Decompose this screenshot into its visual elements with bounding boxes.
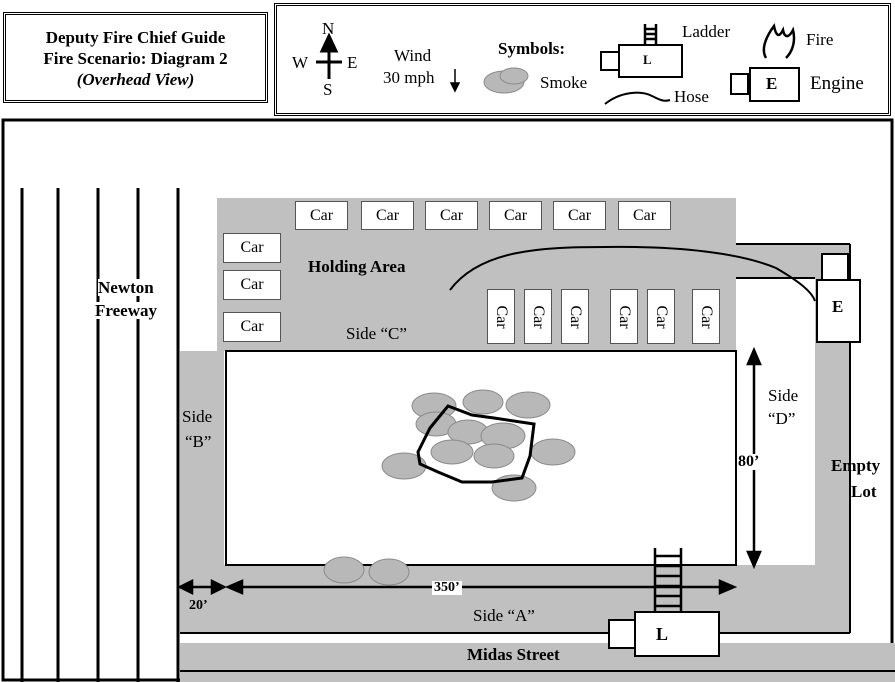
wind-speed: 30 mph <box>383 68 435 87</box>
holding-area-label: Holding Area <box>308 257 406 276</box>
compass-graphic <box>316 32 342 79</box>
dimension-arrows <box>177 346 762 596</box>
freeway-lanes <box>20 188 180 682</box>
side-b-label-2: “B” <box>185 432 212 451</box>
dimension-80-label: 80’ <box>738 453 760 470</box>
engine-symbol-body <box>749 67 800 102</box>
car-vertical-2: Car <box>524 289 552 344</box>
car-top-6: Car <box>618 201 671 230</box>
empty-lot-label-1: Empty <box>831 456 881 475</box>
engine-body <box>816 279 861 343</box>
legend-box <box>274 3 891 116</box>
engine-symbol-cab <box>730 73 749 95</box>
car-top-2: Car <box>361 201 414 230</box>
car-top-4: Car <box>489 201 542 230</box>
car-left-2: Car <box>223 270 281 300</box>
engine-letter: E <box>832 297 844 316</box>
dimension-20-label: 20’ <box>189 598 208 613</box>
title-line-1: Deputy Fire Chief Guide <box>45 28 226 47</box>
car-left-1: Car <box>223 233 281 263</box>
ladder-truck-cab <box>608 619 636 649</box>
dimension-350-label: 350’ <box>432 580 462 595</box>
wind-arrow-graphic <box>449 69 461 93</box>
fire-outline <box>416 404 536 484</box>
hose-symbol-graphic <box>604 91 671 105</box>
car-vertical-3-label: Car <box>567 304 584 329</box>
car-top-5: Car <box>553 201 606 230</box>
hose-symbol-label: Hose <box>674 87 709 106</box>
engine-symbol-label: Engine <box>810 73 864 94</box>
fire-symbol-graphic <box>762 23 796 59</box>
side-c-label: Side “C” <box>346 324 407 343</box>
car-vertical-3: Car <box>561 289 589 344</box>
side-d-label-2: “D” <box>768 409 796 428</box>
compass-north: N <box>322 19 335 38</box>
engine-cab <box>821 253 849 281</box>
side-b-label-1: Side <box>182 407 213 426</box>
compass-east: E <box>347 53 358 72</box>
empty-lot-label-2: Lot <box>851 482 877 501</box>
car-vertical-4-label: Car <box>616 304 633 329</box>
freeway-label-1: Newton <box>98 278 154 297</box>
ladder-symbol-label: Ladder <box>682 22 731 41</box>
smoke-symbol-label: Smoke <box>540 73 588 92</box>
side-d-label-1: Side <box>768 386 799 405</box>
car-vertical-1: Car <box>487 289 515 344</box>
compass-west: W <box>292 53 309 72</box>
wind-label: Wind <box>394 46 432 65</box>
car-top-1: Car <box>295 201 348 230</box>
car-vertical-5: Car <box>647 289 675 344</box>
car-vertical-6-label: Car <box>698 304 715 329</box>
smoke-symbol-graphic <box>483 67 529 94</box>
title-line-3: (Overhead View) <box>76 70 195 89</box>
street-label: Midas Street <box>467 645 560 664</box>
ladder-symbol-letter: L <box>643 52 652 67</box>
engine-symbol-letter: E <box>766 74 778 93</box>
car-vertical-6: Car <box>692 289 720 344</box>
title-box: Deputy Fire Chief Guide Fire Scenario: D… <box>3 12 268 103</box>
freeway-label-2: Freeway <box>95 301 157 320</box>
ladder-truck-letter: L <box>656 624 669 644</box>
symbols-heading: Symbols: <box>498 39 566 58</box>
side-a-label: Side “A” <box>473 606 535 625</box>
ladder-symbol-graphic <box>643 24 658 46</box>
title-line-2: Fire Scenario: Diagram 2 <box>43 49 228 68</box>
hose-line <box>449 245 816 302</box>
car-vertical-5-label: Car <box>653 304 670 329</box>
car-left-3: Car <box>223 312 281 342</box>
car-vertical-1-label: Car <box>493 304 510 329</box>
ladder-symbol-body <box>618 44 683 78</box>
fire-symbol-label: Fire <box>806 30 834 49</box>
compass-south: S <box>323 80 333 99</box>
car-vertical-2-label: Car <box>530 304 547 329</box>
ladder-truck-body <box>634 611 720 657</box>
car-vertical-4: Car <box>610 289 638 344</box>
car-top-3: Car <box>425 201 478 230</box>
ladder-graphic <box>653 548 683 614</box>
